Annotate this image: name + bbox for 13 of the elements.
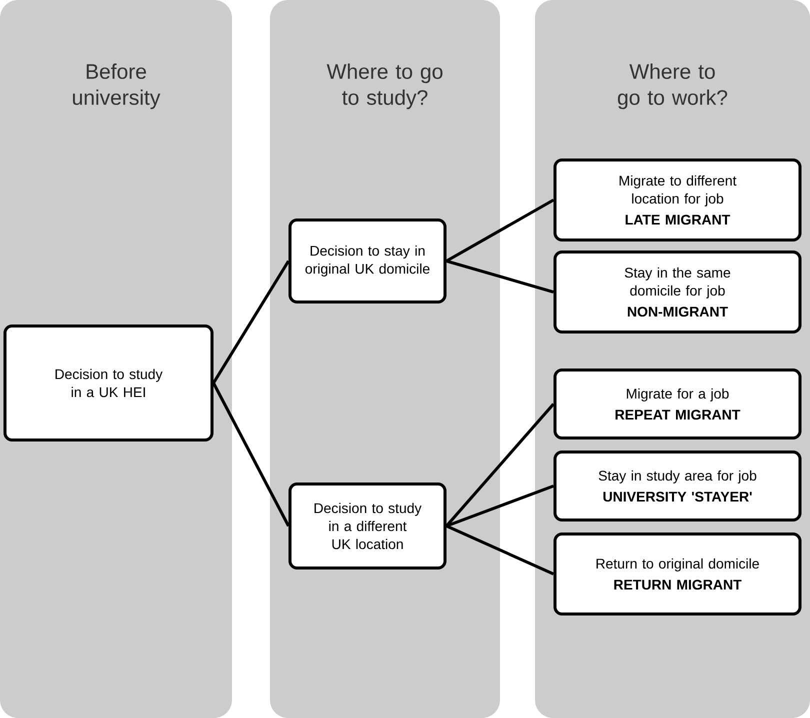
decision-box: Migrate for a job REPEAT MIGRANT <box>554 368 802 440</box>
decision-box: Migrate to different location for job LATE MIGRANT <box>554 158 802 242</box>
connector-line <box>446 524 554 576</box>
decision-box: Stay in study area for job UNIVERSITY 'STAYER' <box>554 450 802 522</box>
decision-box: Return to original domicile RETURN MIGRANT <box>554 532 802 616</box>
decision-box: Decision to study in a UK HEI <box>4 324 214 442</box>
connector-line <box>212 382 290 527</box>
connector-line <box>212 260 290 384</box>
decision-box: Decision to stay in original UK domicile <box>288 218 446 304</box>
decision-box: Decision to study in a different UK location <box>288 482 446 570</box>
decision-box: Stay in the same domicile for job NON-MIGRANT <box>554 250 802 334</box>
connector-line <box>445 403 555 527</box>
connector-line <box>446 198 554 262</box>
